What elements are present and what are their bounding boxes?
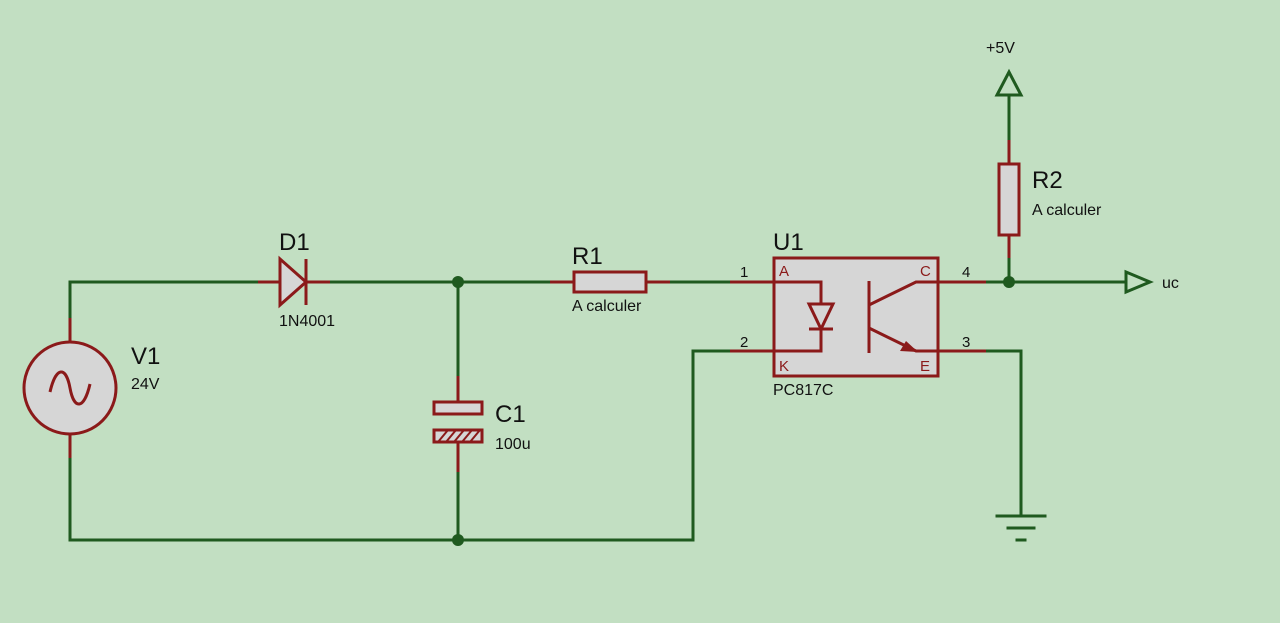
output-arrow-icon [1124,269,1154,295]
phototransistor-icon [867,280,938,353]
r2-ref-label: R2 [1032,167,1063,194]
junction-dot [452,276,464,288]
u1-ref-label: U1 [773,229,804,256]
junction-dot [452,534,464,546]
u1-value-label: PC817C [773,382,833,399]
sine-wave-icon [48,370,92,406]
u1-pin-2-label: 2 [740,334,748,351]
capacitor-plate-positive [432,400,484,416]
diode-symbol [278,255,309,309]
supply-label: +5V [986,40,1015,57]
wires [68,93,1128,542]
source-v1[interactable]: V1 24V [22,318,160,458]
u1-pin-e-label: E [920,358,930,375]
v1-value-label: 24V [131,376,160,393]
ground-icon [995,514,1047,542]
u1-pin-4-label: 4 [962,264,970,281]
capacitor-hatch [437,429,481,443]
u1-pin-3-label: 3 [962,334,970,351]
power-terminal[interactable]: +5V [986,40,1024,97]
v1-ref-label: V1 [131,343,160,370]
output-label: uc [1162,275,1179,292]
r1-value-label: A calculer [572,298,642,315]
power-arrow-icon [994,68,1024,97]
resistor-r1[interactable]: R1 A calculer [550,243,670,315]
optocoupler-u1[interactable]: U1 PC817C 1 2 4 3 A K C E [730,229,986,399]
r2-value-label: A calculer [1032,202,1102,219]
d1-ref-label: D1 [279,229,310,256]
wire-top-left [68,280,260,320]
diode-d1[interactable]: D1 1N4001 [258,229,335,330]
wire-bottom-return [68,349,732,542]
junction-dot [1003,276,1015,288]
u1-pin-c-label: C [920,263,931,280]
resistor-body [572,270,648,294]
resistor-r2[interactable]: R2 A calculer [997,140,1102,258]
d1-value-label: 1N4001 [279,313,335,330]
ic-package [772,256,940,378]
wire-u1-e-to-ground [984,349,1023,517]
capacitor-c1[interactable]: C1 100u [432,376,531,472]
r1-ref-label: R1 [572,243,603,270]
led-icon [774,280,836,353]
u1-pin-a-label: A [779,263,789,280]
u1-pin-k-label: K [779,358,789,375]
resistor-body [997,162,1021,237]
c1-ref-label: C1 [495,401,526,428]
output-terminal[interactable]: uc [1124,269,1179,295]
u1-pin-1-label: 1 [740,264,748,281]
c1-value-label: 100u [495,436,531,453]
